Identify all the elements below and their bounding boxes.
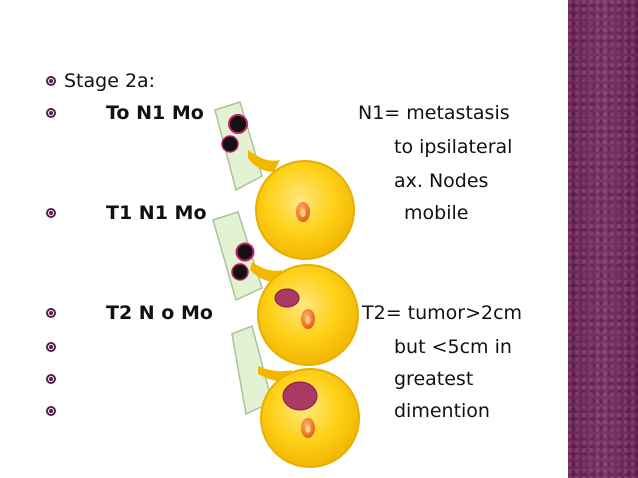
- n1-definition-line-1: N1= metastasis: [358, 102, 510, 124]
- nipple-1-core: [300, 209, 306, 217]
- lymph-node-1b: [221, 135, 239, 153]
- t2-definition-line-1: T2= tumor>2cm: [362, 302, 523, 324]
- bullet-7: [46, 406, 56, 416]
- t2-definition-line-3: greatest: [394, 368, 474, 390]
- bullet-5: [46, 342, 56, 352]
- n1-definition-line-4: mobile: [404, 202, 469, 224]
- nipple-3-core: [305, 425, 311, 433]
- bullet-6: [46, 374, 56, 384]
- tumor-2: [274, 288, 300, 308]
- tumor-3: [282, 381, 318, 411]
- breast-staging-illustration: [212, 101, 360, 468]
- n1-definition-line-3: ax. Nodes: [394, 170, 489, 192]
- right-decorative-band: [568, 0, 638, 478]
- stage-row-3: T2 N o Mo: [106, 302, 213, 324]
- lymph-node-2b: [231, 263, 249, 281]
- bullet-3: [46, 208, 56, 218]
- n1-definition-line-2: to ipsilateral: [394, 136, 513, 158]
- t2-definition-line-2: but <5cm in: [394, 336, 512, 358]
- stage-row-1: To N1 Mo: [106, 102, 204, 124]
- duct-connector-1: [248, 150, 280, 172]
- bullet-4: [46, 308, 56, 318]
- breast-figure-3: [231, 324, 360, 468]
- bullet-1: [46, 76, 56, 86]
- stage-row-2: T1 N1 Mo: [106, 202, 207, 224]
- lymph-node-1a: [228, 114, 248, 134]
- breast-figure-1: [214, 101, 355, 260]
- bullet-2: [46, 108, 56, 118]
- breast-figure-2: [212, 211, 359, 366]
- t2-definition-line-4: dimention: [394, 400, 490, 422]
- stage-label: Stage 2a:: [64, 70, 156, 92]
- slide-content: Stage 2a: To N1 Mo T1 N1 Mo T2 N o Mo N1…: [46, 70, 523, 422]
- nipple-2-core: [305, 316, 311, 324]
- lymph-node-2a: [235, 242, 255, 262]
